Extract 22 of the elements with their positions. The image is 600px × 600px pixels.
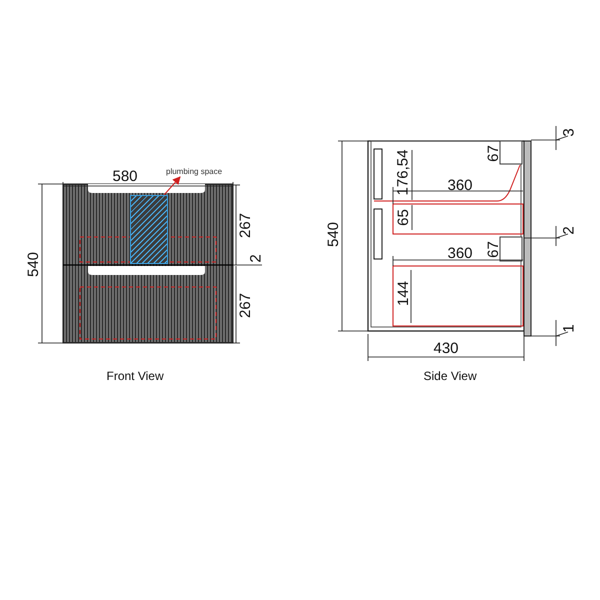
view-caption: Side View xyxy=(424,370,477,382)
dimension-value: 67 xyxy=(485,144,500,162)
dimension-value: 430 xyxy=(434,340,459,356)
dimension-value: 3 xyxy=(562,128,577,136)
dimension-value: 65 xyxy=(395,208,410,226)
view-caption: Front View xyxy=(106,370,164,382)
dimension-value: 360 xyxy=(448,178,473,192)
dimension-value: 1 xyxy=(562,324,577,332)
dimension-value: 67 xyxy=(485,240,500,258)
dimension-value: 360 xyxy=(448,246,473,260)
dimension-value: 176,54 xyxy=(395,149,410,195)
dimension-value: 267 xyxy=(238,212,253,238)
hatched-area xyxy=(130,195,168,264)
dimension-value: 2 xyxy=(248,254,264,262)
dimension-value: 540 xyxy=(326,221,341,247)
callout-text: plumbing space xyxy=(166,168,222,176)
dimension-value: 580 xyxy=(112,168,138,184)
dimension-value: 2 xyxy=(562,226,577,234)
leader-line xyxy=(164,176,181,196)
dimension-value: 267 xyxy=(238,292,253,318)
dimension-value: 540 xyxy=(26,251,41,277)
dimension-value: 144 xyxy=(396,280,411,306)
